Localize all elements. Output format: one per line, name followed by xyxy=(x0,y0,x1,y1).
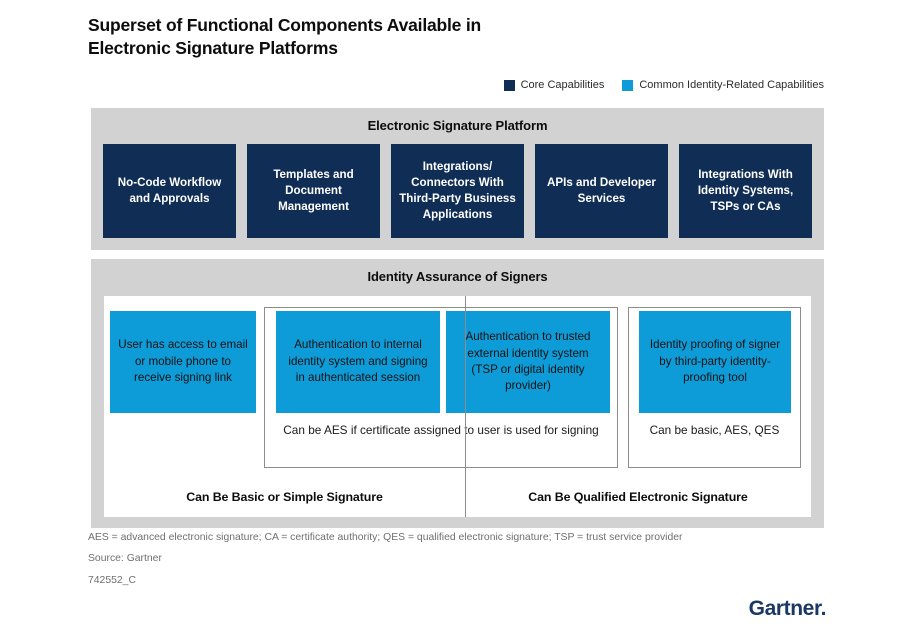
footer-label-basic-or-simple-signature: Can Be Basic or Simple Signature xyxy=(186,490,383,504)
legend-label-core: Core Capabilities xyxy=(520,79,605,91)
legend: Core Capabilities Common Identity-Relate… xyxy=(503,79,824,91)
subgroup-caption-aes-certificate: Can be AES if certificate assigned to us… xyxy=(283,423,599,437)
page-title-line-2: Electronic Signature Platforms xyxy=(88,38,338,59)
identity-box-internal-identity-system: Authentication to internal identity syst… xyxy=(276,311,440,413)
gartner-logo: Gartner. xyxy=(748,597,827,621)
footer-label-qualified-electronic-signature: Can Be Qualified Electronic Signature xyxy=(528,490,748,504)
capability-box-integrations-identity-systems: Integrations With Identity Systems, TSPs… xyxy=(679,144,812,238)
gartner-logo-text: Gartner xyxy=(748,597,821,620)
identity-assurance-panel: User has access to email or mobile phone… xyxy=(104,296,811,517)
identity-box-third-party-identity-proofing: Identity proofing of signer by third-par… xyxy=(639,311,791,413)
legend-swatch-icon-core xyxy=(503,79,515,91)
signature-type-footer-row: Can Be Basic or Simple Signature Can Be … xyxy=(104,477,811,517)
subgroup-caption-basic-aes-qes: Can be basic, AES, QES xyxy=(649,423,780,437)
capability-box-apis-developer-services: APIs and Developer Services xyxy=(535,144,668,238)
page-title-line-1: Superset of Functional Components Availa… xyxy=(88,15,482,35)
capability-box-templates-document-management: Templates and Document Management xyxy=(247,144,380,238)
section-platform-header: Electronic Signature Platform xyxy=(367,118,548,133)
identity-capability-area: User has access to email or mobile phone… xyxy=(104,296,811,477)
platform-capability-row: No-Code Workflow and Approvals Templates… xyxy=(103,144,812,238)
section-identity-header: Identity Assurance of Signers xyxy=(367,269,548,284)
panel-vertical-divider xyxy=(465,296,466,517)
footnote-abbreviations: AES = advanced electronic signature; CA … xyxy=(88,532,683,543)
capability-box-no-code-workflow: No-Code Workflow and Approvals xyxy=(103,144,236,238)
identity-box-email-or-mobile-access: User has access to email or mobile phone… xyxy=(110,311,256,413)
footnotes: AES = advanced electronic signature; CA … xyxy=(88,532,848,586)
identity-box-trusted-external-identity-system: Authentication to trusted external ident… xyxy=(446,311,610,413)
legend-label-common: Common Identity-Related Capabilities xyxy=(639,79,824,91)
footnote-figure-id: 742552_C xyxy=(88,574,136,586)
legend-item-common-identity-capabilities: Common Identity-Related Capabilities xyxy=(622,79,824,91)
page-title: Superset of Functional Components Availa… xyxy=(88,14,788,61)
gartner-logo-mark: . xyxy=(820,597,827,620)
capability-box-integrations-connectors: Integrations/ Connectors With Third-Part… xyxy=(391,144,524,238)
section-electronic-signature-platform: Electronic Signature Platform No-Code Wo… xyxy=(91,108,824,250)
legend-item-core-capabilities: Core Capabilities xyxy=(503,79,605,91)
legend-swatch-icon-common xyxy=(622,79,634,91)
footnote-source: Source: Gartner xyxy=(88,553,162,565)
